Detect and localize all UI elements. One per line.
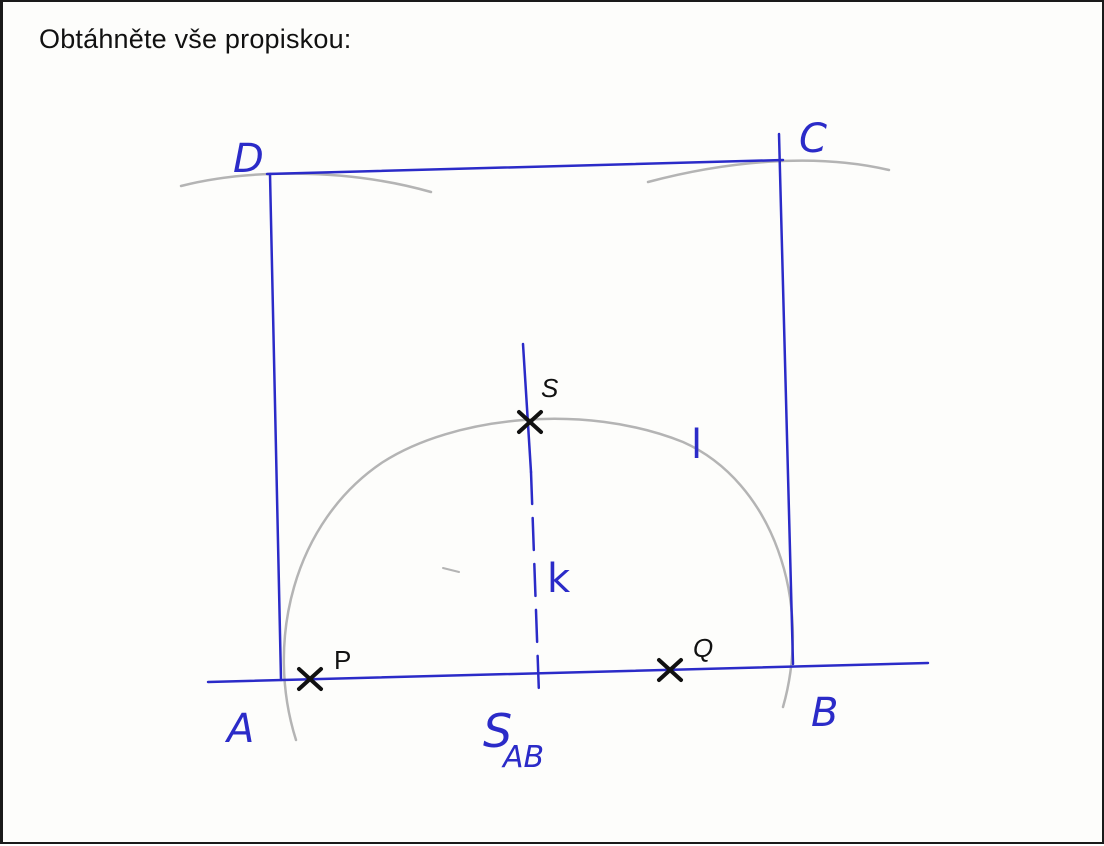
line-bc xyxy=(777,132,795,666)
point-p-cross xyxy=(297,667,323,691)
label-s-ab-subscript: AB xyxy=(501,740,544,775)
line-ad xyxy=(268,172,283,682)
label-a: A xyxy=(224,706,254,752)
label-c: C xyxy=(799,116,827,162)
label-l: l xyxy=(691,422,702,468)
label-k: k xyxy=(547,556,571,602)
instruction-text: Obtáhněte vše propiskou: xyxy=(39,24,352,54)
arc-near-c xyxy=(646,159,891,184)
construction-drawing: D C A B S AB k l S P Q xyxy=(179,116,930,775)
label-s: S xyxy=(541,373,559,403)
label-b: B xyxy=(811,690,838,736)
point-s-cross xyxy=(517,410,543,434)
stray-mark xyxy=(442,567,460,573)
label-s-ab: S xyxy=(483,704,512,758)
line-dc xyxy=(265,158,785,176)
line-k-dashed xyxy=(529,470,541,696)
label-p: P xyxy=(334,645,351,675)
line-ab xyxy=(206,661,930,684)
arc-near-d xyxy=(179,172,433,194)
label-d: D xyxy=(233,136,264,182)
arc-l-semicircle xyxy=(282,417,795,742)
point-q-cross xyxy=(657,658,683,682)
label-q: Q xyxy=(693,633,713,663)
line-k-solid xyxy=(521,342,533,474)
